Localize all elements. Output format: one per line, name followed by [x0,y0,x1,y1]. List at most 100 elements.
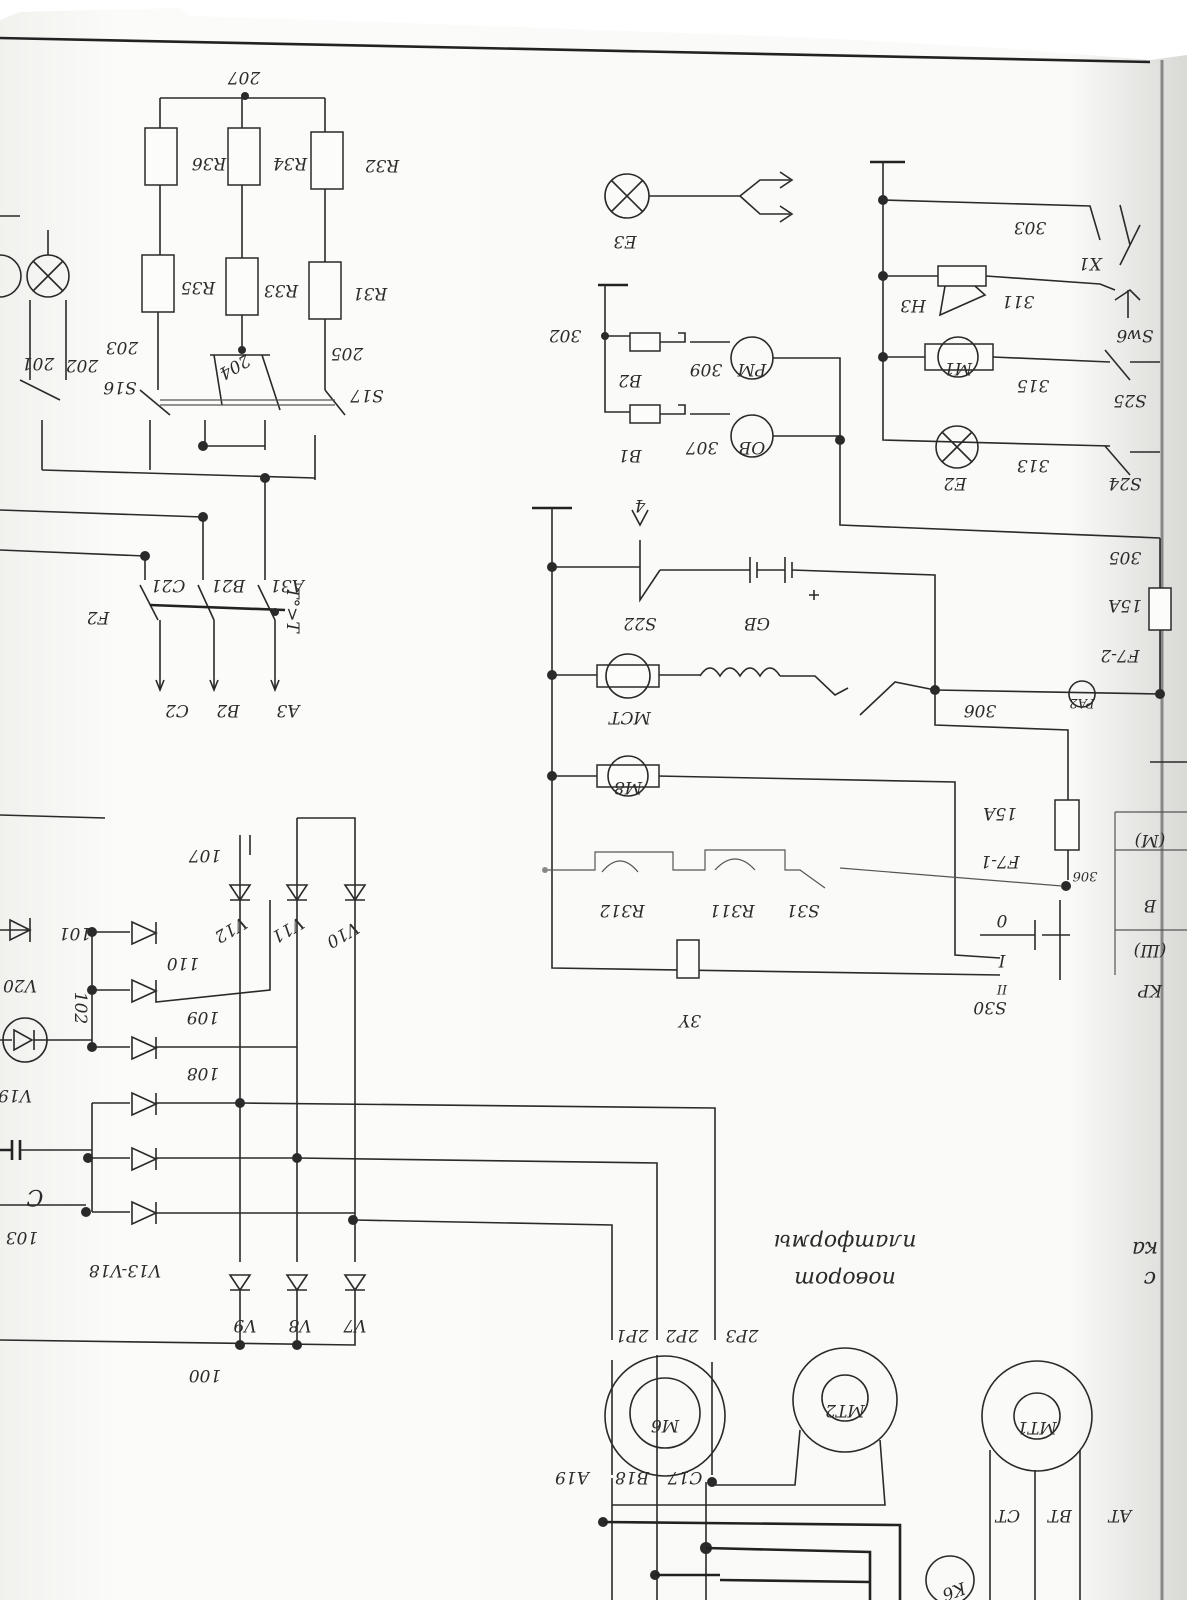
label-205: 205 [331,343,364,363]
starter-block [532,506,1187,980]
resistor-r34 [227,127,261,186]
label-303: 303 [1014,217,1046,237]
label-2p2: 2P2 [665,1325,699,1345]
torn-edge [0,0,1187,60]
label-r36: R36 [192,153,228,173]
label-b2: B2 [216,700,240,720]
label-2p3: 2P3 [725,1325,759,1345]
resistor-r31 [308,261,342,320]
label-307: 307 [686,437,719,457]
label-kw: (Ш) [1134,940,1167,960]
label-v10: V10 [323,917,363,951]
label-c17: C17 [667,1467,702,1487]
label-h3: H3 [900,295,927,315]
label-b18: B18 [615,1467,650,1487]
label-203: 203 [106,337,139,357]
horn-h3 [937,265,987,287]
label-306: 306 [964,700,997,720]
label-pos-ii: II [996,981,1008,996]
horn-and-fan-block [870,160,1160,476]
label-102: 102 [70,992,90,1024]
label-ob: OB [739,437,765,457]
label-r35: R35 [181,277,216,297]
label-v20: V20 [3,975,37,995]
label-sw6: Sw6 [1116,325,1153,345]
label-c2: C2 [165,700,189,720]
motor-m6 [598,1355,902,1600]
label-103: 103 [6,1227,38,1247]
label-s22: S22 [623,613,656,633]
label-a31: A31 [270,575,306,595]
label-108: 108 [187,1063,220,1083]
label-v13-v18: V13-V18 [89,1260,162,1280]
label-pos-i: I [998,950,1006,970]
label-109: 109 [187,1007,220,1027]
label-204: 204 [215,349,254,383]
label-s16: S16 [103,377,136,397]
label-107: 107 [189,845,222,865]
fuse-f7-2 [1148,587,1172,631]
label-101: 101 [59,923,91,943]
label-r31: R31 [353,283,388,303]
label-311: 311 [1002,291,1034,311]
label-pa2: PA2 [1069,695,1095,710]
label-rotation: поворот [794,1266,896,1291]
label-3y: 3Y [677,1010,701,1030]
label-100: 100 [189,1365,222,1385]
label-15a-bottom: 15A [983,803,1017,823]
label-f7-1: F7-1 [980,851,1020,871]
starter-motor-mct [605,653,651,699]
label-mt2: MT2 [825,1400,866,1420]
label-a19: A19 [555,1467,591,1487]
label-v7: V7 [343,1315,366,1335]
label-v12: V12 [211,912,250,946]
label-pos-0: 0 [996,910,1007,930]
gauges-pm-ob [598,283,1161,539]
label-b1: B1 [618,445,642,465]
label-m8: M8 [614,777,643,797]
sheet-border-top [0,36,1151,64]
label-s31: S31 [786,900,819,920]
ammeter-pa2 [1068,680,1096,708]
label-201: 201 [22,353,55,373]
label-kc: с [1144,1266,1156,1291]
label-r311: R311 [709,900,755,920]
label-ka: ка [1132,1236,1158,1261]
label-km: (M) [1135,830,1166,850]
label-e2: E2 [943,473,967,493]
label-s25: S25 [1113,390,1146,410]
label-s24: S24 [1108,473,1141,493]
fan-motor-m1 [937,336,979,378]
lamp-icon [0,254,22,298]
label-c21: C21 [151,575,186,595]
motor-mt1 [925,1360,1093,1600]
label-mt1: MT1 [1017,1417,1058,1437]
label-110: 110 [167,953,200,973]
label-ct: CT [994,1505,1020,1525]
label-mct: MCT [607,707,651,727]
label-s17: S17 [350,385,383,405]
fuse-f7-1 [1054,799,1080,851]
label-315: 315 [1017,375,1049,395]
label-m6: M6 [651,1415,680,1435]
lamp-icon [935,425,979,469]
motor-mt2 [612,1347,898,1506]
resistor-r36 [144,127,178,186]
relay-k6 [925,1555,975,1600]
resistor-r32 [310,131,344,190]
lamp-group-left [0,215,70,401]
label-x1: X1 [1079,253,1104,273]
label-v9: V9 [233,1315,256,1335]
label-s30: S30 [973,997,1006,1017]
label-four: 4 [635,495,647,515]
label-b2-sensor: B2 [618,370,642,390]
motor-m8 [607,755,649,797]
label-gb: GB [744,613,770,633]
label-a3: A3 [276,700,301,720]
rectifier-block [0,814,716,1350]
label-v11: V11 [268,912,307,946]
label-layer: 207 R36 R34 R32 R35 R33 R31 203 204 205 … [0,67,1166,1600]
label-c: C [26,1184,43,1209]
